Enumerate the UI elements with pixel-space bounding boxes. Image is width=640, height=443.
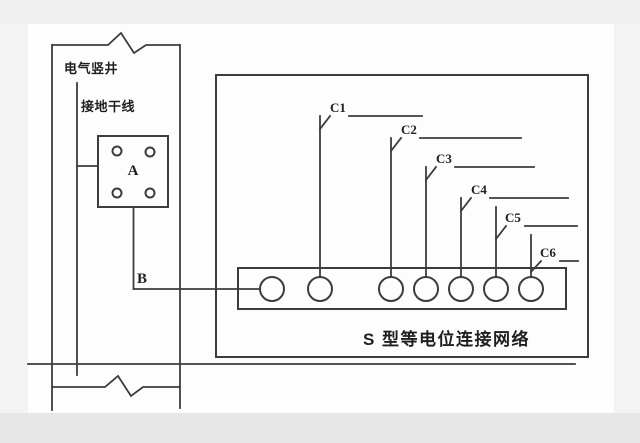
branch-c6 [529, 234, 579, 278]
terminal-circle [518, 276, 544, 302]
branch-label-c5: C5 [505, 210, 521, 225]
branch-leader-tick [494, 224, 508, 241]
branch-c4 [459, 196, 569, 278]
terminal-circle [413, 276, 439, 302]
terminal-strip-outline [237, 267, 567, 310]
bolt-hole [144, 187, 156, 199]
branch-label-c6: C6 [540, 245, 556, 260]
trunk-label: 接地干线 [81, 99, 136, 114]
branch-c5 [494, 206, 578, 278]
branch-leader-tick [459, 196, 473, 213]
point-b-label: B [137, 271, 148, 287]
network-caption: S 型等电位连接网络 [362, 330, 531, 349]
branch-leader-tick [424, 165, 438, 182]
bolt-hole [144, 146, 156, 158]
terminal-strip [237, 267, 567, 310]
branch-label-c1: C1 [330, 100, 346, 115]
terminal-circle [259, 276, 285, 302]
branch-leader-tick [529, 259, 543, 274]
bolt-hole [111, 145, 123, 157]
branch-label-c2: C2 [401, 122, 417, 137]
terminal-circle [378, 276, 404, 302]
page-top-band [0, 0, 640, 24]
shaft-bottom-break [51, 374, 181, 398]
bolt-hole [111, 187, 123, 199]
diagram-paper [28, 24, 614, 413]
page-bottom-band [0, 413, 640, 443]
branch-label-c3: C3 [436, 151, 452, 166]
box-a-label: A [127, 163, 139, 179]
electrical-shaft [51, 31, 181, 411]
terminal-circle [448, 276, 474, 302]
shaft-label: 电气竖井 [64, 61, 119, 76]
branch-c2 [389, 136, 522, 278]
branch-c1 [318, 114, 423, 278]
shaft-top-break [51, 31, 181, 55]
branch-leader-tick [318, 114, 332, 131]
branch-leader-tick [389, 136, 403, 153]
branch-c3 [424, 165, 535, 278]
terminal-circle [307, 276, 333, 302]
branch-label-c4: C4 [471, 182, 487, 197]
terminal-circle [483, 276, 509, 302]
equipotential-network-box [215, 74, 589, 358]
